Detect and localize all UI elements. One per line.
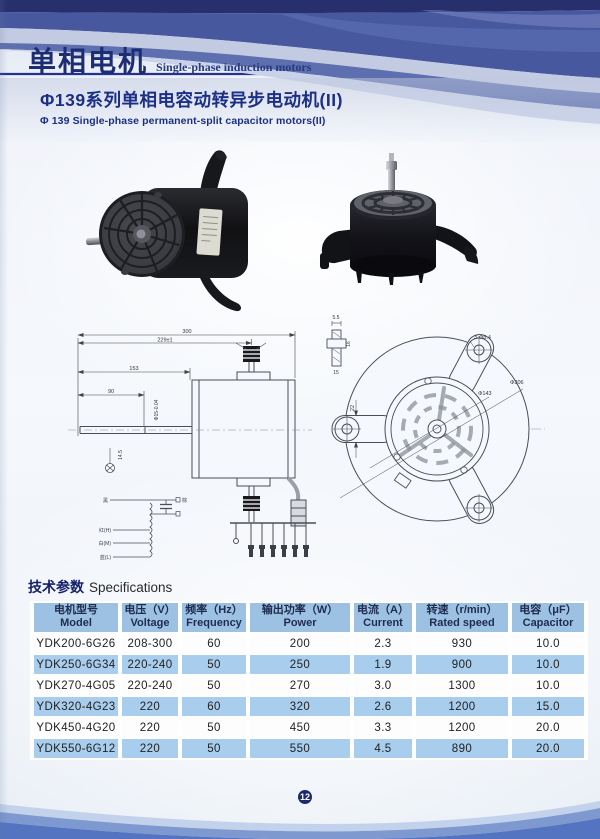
table-cell: 3.0 [354, 676, 412, 695]
table-cell: YDK320-4G23 [34, 697, 118, 716]
table-cell: 220-240 [122, 655, 178, 674]
wire-label-2: 红(H) [99, 527, 111, 534]
table-cell: 15.0 [512, 697, 584, 716]
table-cell: 2.6 [354, 697, 412, 716]
dim-profile-h: 15 [333, 370, 339, 376]
motor-photo-top [320, 153, 479, 285]
specs-heading-chinese: 技术参数 [28, 579, 84, 595]
page-number-badge: 12 [298, 790, 312, 804]
scan-edge-shadow [0, 0, 8, 839]
col-current: 电流（A）Current [354, 603, 412, 632]
table-cell: 320 [250, 697, 350, 716]
table-cell: 220 [122, 739, 178, 758]
table-cell: 10.0 [512, 655, 584, 674]
table-cell: 220 [122, 718, 178, 737]
table-cell: 1200 [416, 718, 508, 737]
table-cell: 900 [416, 655, 508, 674]
table-cell: 220-240 [122, 676, 178, 695]
title-english: Single-phase induction motors [156, 60, 312, 74]
subtitle-band [0, 78, 600, 142]
series-title: Φ139系列单相电容动转异步电动机(II) Φ 139 Single-phase… [40, 87, 343, 127]
col-power: 输出功率（W）Power [250, 603, 350, 632]
dim-shaft-dia: Φ15-0.04 [154, 399, 160, 420]
table-cell: YDK200-6G26 [34, 634, 118, 653]
dim-key: 14.5 [118, 450, 124, 460]
specs-heading-english: Specifications [89, 580, 173, 595]
specs-heading: 技术参数 Specifications [28, 577, 172, 597]
table-cell: 4.5 [354, 739, 412, 758]
dim-overall: 300 [182, 329, 191, 335]
table-cell: 2.3 [354, 634, 412, 653]
dim-arm-width: 22 [350, 405, 356, 411]
table-cell: YDK550-6G12 [34, 739, 118, 758]
col-speed: 转速（r/min）Rated speed [416, 603, 508, 632]
dim-inner-dia: Φ143 [478, 391, 492, 397]
table-cell: 60 [182, 634, 246, 653]
dim-profile-t: 5.5 [333, 315, 340, 321]
table-cell: 1200 [416, 697, 508, 716]
table-cell: 220 [122, 697, 178, 716]
table-cell: 208-300 [122, 634, 178, 653]
dim-shaft-len: 90 [108, 389, 114, 395]
dim-holes: 3-Φ8.4 [474, 335, 491, 341]
table-cell: 10.0 [512, 676, 584, 695]
dim-profile-w: 16 [346, 341, 352, 347]
table-cell: 1300 [416, 676, 508, 695]
dim-outer-dia: Φ306 [510, 380, 524, 386]
dim-shaft-end: 229±1 [157, 338, 172, 344]
col-voltage: 电压（V）Voltage [122, 603, 178, 632]
table-cell: 930 [416, 634, 508, 653]
table-cell: YDK270-4G05 [34, 676, 118, 695]
series-title-english: Φ 139 Single-phase permanent-split capac… [40, 115, 326, 127]
table-cell: 250 [250, 655, 350, 674]
table-cell: 890 [416, 739, 508, 758]
table-cell: 20.0 [512, 739, 584, 758]
table-cell: 20.0 [512, 718, 584, 737]
wire-label-5: 棕 [182, 497, 187, 504]
table-cell: YDK450-4G20 [34, 718, 118, 737]
table-cell: 450 [250, 718, 350, 737]
table-cell: 3.3 [354, 718, 412, 737]
table-cell: 50 [182, 655, 246, 674]
col-frequency: 频率（Hz）Frequency [182, 603, 246, 632]
page-title: 单相电机 Single-phase induction motors [28, 48, 311, 82]
table-cell: 200 [250, 634, 350, 653]
table-cell: 50 [182, 676, 246, 695]
title-chinese: 单相电机 [28, 47, 149, 78]
table-cell: 10.0 [512, 634, 584, 653]
wire-label-3: 白(M) [99, 540, 112, 547]
series-title-chinese: Φ139系列单相电容动转异步电动机(II) [40, 90, 343, 110]
motor-photo-front [86, 150, 248, 312]
table-cell: 50 [182, 718, 246, 737]
dim-body-len: 153 [129, 366, 138, 372]
footer-swoosh [0, 801, 600, 839]
table-cell: YDK250-6G34 [34, 655, 118, 674]
wire-label-4: 蓝(L) [100, 554, 111, 561]
col-capacitor: 电容（μF）Capacitor [512, 603, 584, 632]
table-cell: 270 [250, 676, 350, 695]
dimension-drawing: 300 229±1 153 90 Φ15-0.04 14.5 5.5 16 [68, 315, 545, 561]
page-number: 12 [299, 792, 310, 802]
table-cell: 1.9 [354, 655, 412, 674]
wire-label-1: 黑 [103, 498, 108, 504]
table-cell: 550 [250, 739, 350, 758]
table-cell: 50 [182, 739, 246, 758]
table-cell: 60 [182, 697, 246, 716]
